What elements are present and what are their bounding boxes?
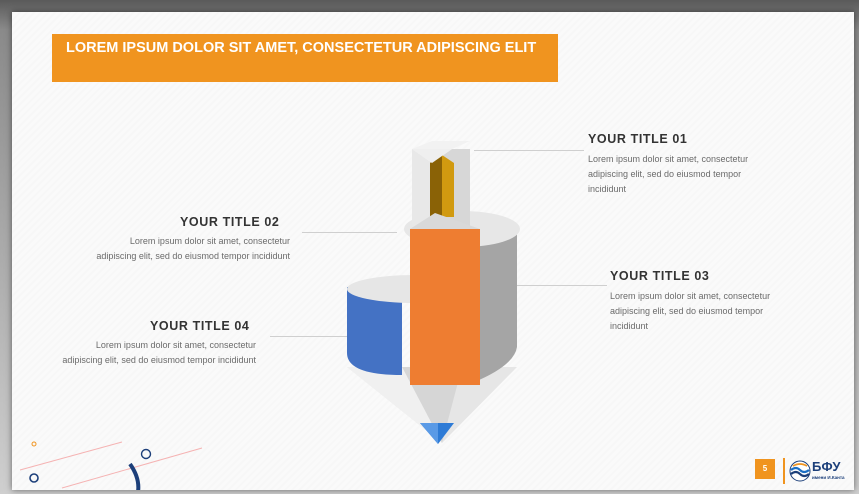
logo-divider	[783, 458, 785, 484]
presentation-slide: LOREM IPSUM DOLOR SIT AMET, CONSECTETUR …	[12, 12, 854, 490]
connector-line-01	[474, 150, 584, 151]
item-title-02: YOUR TITLE 02	[180, 215, 280, 229]
slide-header: LOREM IPSUM DOLOR SIT AMET, CONSECTETUR …	[52, 34, 558, 82]
connector-line-02	[302, 232, 397, 233]
bfu-wave-logo-icon	[789, 460, 811, 482]
page-number: 5	[755, 459, 775, 479]
pencil-bar-graphic	[347, 141, 520, 444]
item-title-01: YOUR TITLE 01	[588, 132, 688, 146]
bar-02	[410, 229, 480, 385]
logo-name: БФУ	[812, 459, 841, 474]
item-title-04: YOUR TITLE 04	[150, 319, 250, 333]
bar-04	[347, 287, 402, 375]
logo-subtitle: имени И.Канта	[812, 475, 845, 480]
item-text-04: Lorem ipsum dolor sit amet, consectetur …	[62, 340, 256, 365]
item-text-02: Lorem ipsum dolor sit amet, consectetur …	[96, 236, 290, 261]
item-title-03: YOUR TITLE 03	[610, 269, 710, 283]
item-text-03: Lorem ipsum dolor sit amet, consectetur …	[610, 291, 771, 331]
corner-decoration	[19, 441, 203, 490]
item-text-01: Lorem ipsum dolor sit amet, consectetur …	[588, 154, 749, 194]
connector-line-03	[517, 285, 607, 286]
connector-line-04	[270, 336, 350, 337]
